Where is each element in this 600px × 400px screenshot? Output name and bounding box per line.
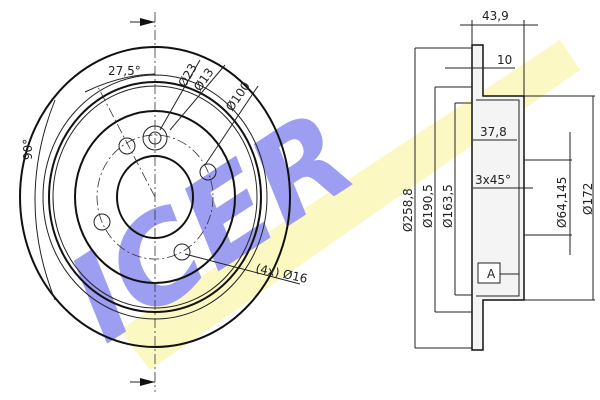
bolt-hole bbox=[173, 243, 191, 261]
dia-172-label: Ø172 bbox=[581, 183, 595, 215]
bolt-hole bbox=[118, 137, 136, 155]
angle-90-label: 90° bbox=[21, 139, 35, 160]
disc-outer-circle bbox=[19, 46, 291, 348]
dia-100-label: Ø100 bbox=[223, 79, 253, 114]
bolt-hole bbox=[93, 213, 111, 231]
thickness-10-label: 10 bbox=[497, 53, 512, 67]
datum-box bbox=[477, 262, 501, 284]
dia-258-8-label: Ø258,8 bbox=[401, 188, 415, 232]
dia-163-5-label: Ø163,5 bbox=[441, 184, 455, 228]
width-43-9-label: 43,9 bbox=[482, 9, 509, 23]
dia-64-145-label: Ø64,145 bbox=[555, 177, 569, 228]
dia-190-5-label: Ø190,5 bbox=[421, 184, 435, 228]
depth-37-8-label: 37,8 bbox=[480, 125, 507, 139]
datum-label: A bbox=[487, 267, 496, 281]
bolt-hole bbox=[199, 163, 217, 181]
section-view: A 43,9 10 37,8 3x45° Ø258,8 Ø190,5 Ø163,… bbox=[401, 9, 595, 351]
chamfer-label: 3x45° bbox=[475, 173, 511, 187]
angle-27-5-label: 27,5° bbox=[108, 64, 141, 78]
